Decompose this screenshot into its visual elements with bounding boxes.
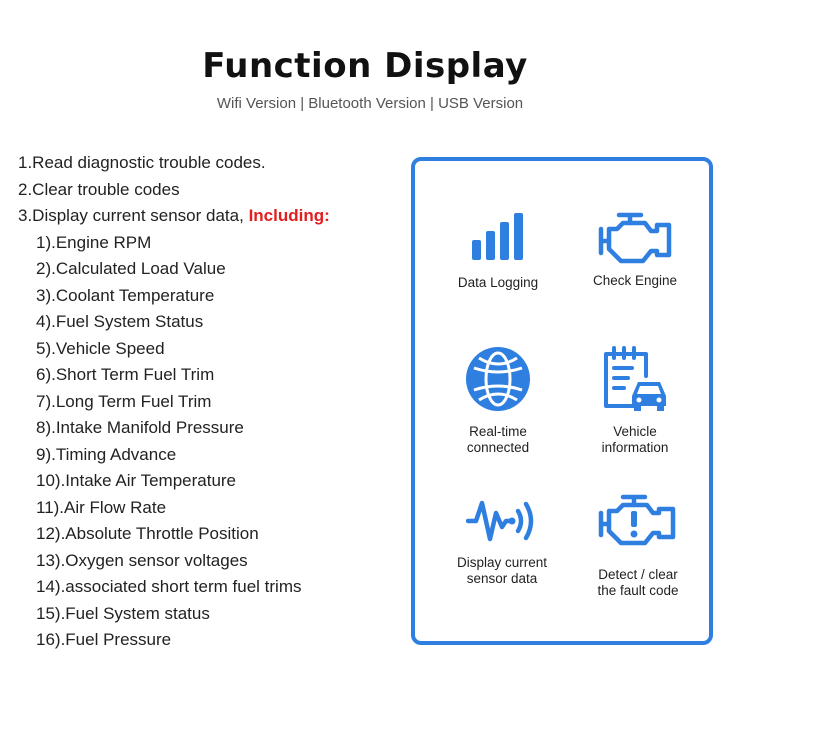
feature-vehicle-info: Vehicle information [560, 346, 710, 456]
function-item: 2.Clear trouble codes [18, 179, 180, 199]
including-highlight: Including: [248, 206, 330, 225]
sensor-item: 1).Engine RPM [36, 232, 152, 252]
sensor-item: 2).Calculated Load Value [36, 259, 226, 278]
feature-realtime: Real-time connected [423, 346, 573, 456]
engine-warning-icon [598, 494, 676, 546]
feature-check-engine: Check Engine [560, 209, 710, 289]
vehicle-info-icon [604, 346, 666, 411]
sensor-item: 9).Timing Advance [36, 444, 177, 464]
sensor-item: 4).Fuel System Status [36, 312, 204, 331]
feature-label: Display current sensor data [456, 555, 548, 586]
page-subtitle: Wifi Version | Bluetooth Version | USB V… [216, 95, 524, 112]
sensor-item: 3).Coolant Temperature [36, 285, 215, 305]
sensor-item: 7).Long Term Fuel Trim [36, 391, 212, 411]
feature-fault-code: Detect / clear the fault code [563, 493, 713, 599]
sensor-item: 10).Intake Air Temperature [36, 471, 237, 490]
feature-label: Detect / clear the fault code [597, 567, 679, 598]
feature-label: Check Engine [592, 273, 678, 288]
sensor-wave-icon [466, 500, 534, 542]
function-item: 1.Read diagnostic trouble codes. [18, 153, 266, 172]
sensor-item: 11).Air Flow Rate [36, 497, 167, 517]
feature-label: Real-time connected [466, 424, 530, 455]
feature-sensor-data: Display current sensor data [427, 495, 577, 587]
sensor-item: 15).Fuel System status [36, 603, 210, 623]
bar-chart-icon [472, 213, 523, 260]
page-title: Function Display [202, 46, 528, 86]
feature-label: Data Logging [457, 275, 539, 290]
function-item: 3.Display current sensor data, Including… [18, 203, 330, 230]
function-list: 1.Read diagnostic trouble codes. 2.Clear… [18, 150, 330, 654]
engine-icon [598, 212, 672, 264]
sensor-item: 14).associated short term fuel trims [36, 577, 302, 596]
sensor-item: 16).Fuel Pressure [36, 630, 172, 649]
function-item-text: 3.Display current sensor data, [18, 206, 249, 225]
feature-data-logging: Data Logging [423, 213, 573, 291]
sensor-item: 5).Vehicle Speed [36, 338, 165, 358]
sensor-item: 6).Short Term Fuel Trim [36, 365, 215, 384]
features-panel: Data Logging Check Engine Real-time conn… [411, 157, 713, 645]
sensor-item: 13).Oxygen sensor voltages [36, 550, 248, 570]
sensor-item: 8).Intake Manifold Pressure [36, 418, 244, 437]
sensor-item: 12).Absolute Throttle Position [36, 524, 259, 543]
globe-icon [466, 347, 530, 411]
feature-label: Vehicle information [601, 424, 669, 455]
